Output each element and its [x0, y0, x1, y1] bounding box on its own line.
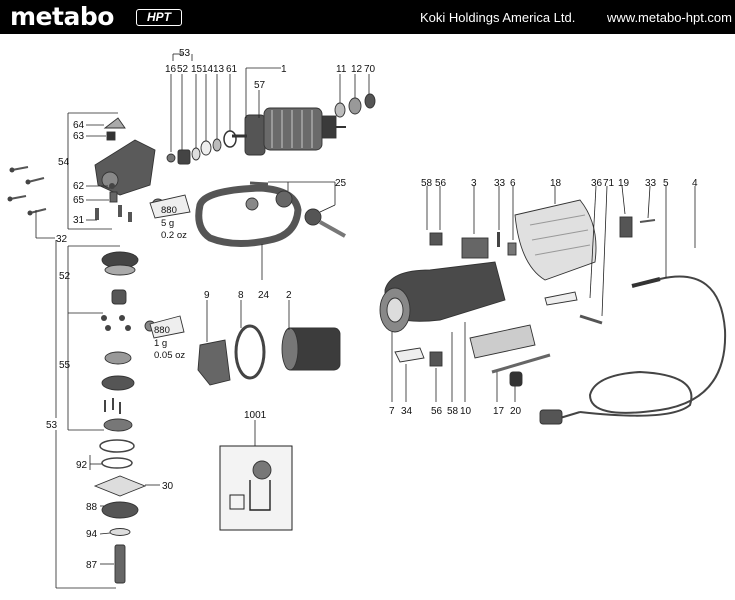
part-label-56-bottom: 56 [431, 406, 443, 417]
part-label-17: 17 [493, 406, 505, 417]
part-labels: 53 16 52 15 14 13 61 1 57 11 12 70 64 63… [46, 48, 698, 571]
grease-upper-code: 880 [161, 205, 177, 216]
part-label-55: 55 [59, 360, 71, 371]
part-label-2: 2 [286, 290, 292, 301]
part-label-92: 92 [76, 460, 88, 471]
part-label-52-left: 52 [59, 271, 71, 282]
part-label-64: 64 [73, 120, 85, 131]
part-label-20: 20 [510, 406, 522, 417]
part-label-25: 25 [335, 178, 347, 189]
part-label-4: 4 [692, 178, 698, 189]
switch-parts [394, 216, 656, 387]
power-cord [539, 275, 727, 425]
part-label-63: 63 [73, 131, 85, 142]
part-label-11: 11 [336, 64, 347, 75]
part-label-14: 14 [202, 64, 214, 75]
part-label-16: 16 [165, 64, 177, 75]
part-label-15: 15 [191, 64, 203, 75]
housing-screws [7, 166, 47, 216]
part-label-53-left: 53 [46, 420, 58, 431]
part-label-56-top: 56 [435, 178, 447, 189]
grease-tubes [149, 194, 191, 339]
part-label-88: 88 [86, 502, 98, 513]
brand-badge: HPT [136, 9, 182, 26]
part-label-1: 1 [281, 64, 287, 75]
inset-1001 [219, 445, 293, 531]
part-drawings [7, 93, 727, 584]
part-label-62: 62 [73, 181, 85, 192]
part-label-24: 24 [258, 290, 270, 301]
website-link[interactable]: www.metabo-hpt.com [607, 10, 732, 25]
grease-upper-weight: 5 g [161, 218, 174, 229]
part-label-9: 9 [204, 290, 210, 301]
company-name: Koki Holdings America Ltd. [420, 10, 576, 25]
part-label-13: 13 [213, 64, 225, 75]
field-and-frames [197, 324, 341, 386]
leader-lines [35, 53, 696, 589]
part-label-6: 6 [510, 178, 516, 189]
part-label-58-bottom: 58 [447, 406, 459, 417]
part-label-54: 54 [58, 157, 70, 168]
grease-lower-weight: 1 g [154, 338, 167, 349]
part-label-5: 5 [663, 178, 669, 189]
spindle-gear-stack [93, 251, 156, 584]
grease-lower-code: 880 [154, 325, 170, 336]
part-label-71: 71 [603, 178, 615, 189]
part-label-36: 36 [591, 178, 603, 189]
grease-upper-weight-oz: 0.2 oz [161, 230, 187, 241]
grease-lower-weight-oz: 0.05 oz [154, 350, 185, 361]
part-label-87: 87 [86, 560, 98, 571]
part-label-8: 8 [238, 290, 244, 301]
part-label-33-right: 33 [645, 178, 657, 189]
part-label-53-top: 53 [179, 48, 191, 59]
part-label-32: 32 [56, 234, 68, 245]
washer-stack [166, 130, 237, 165]
part-label-18: 18 [550, 178, 562, 189]
part-label-58-top: 58 [421, 178, 433, 189]
part-label-52-top: 52 [177, 64, 189, 75]
part-label-3: 3 [471, 178, 477, 189]
part-label-33-mid: 33 [494, 178, 506, 189]
part-label-7: 7 [389, 406, 395, 417]
brand-logo: metabo [10, 2, 114, 31]
part-label-57: 57 [254, 80, 266, 91]
armature-part [232, 107, 346, 156]
header-bar: metabo HPT Koki Holdings America Ltd. ww… [0, 0, 735, 34]
motor-housing [379, 199, 597, 333]
part-label-19: 19 [618, 178, 630, 189]
part-label-61: 61 [226, 64, 238, 75]
part-label-94: 94 [86, 529, 98, 540]
side-handle [195, 181, 346, 247]
exploded-parts-diagram: 880 5 g 0.2 oz 880 1 g 0.05 oz 53 16 52 … [7, 48, 727, 589]
part-label-34: 34 [401, 406, 413, 417]
part-label-1001: 1001 [244, 410, 267, 421]
part-label-31: 31 [73, 215, 85, 226]
part-label-70: 70 [364, 64, 376, 75]
part-label-10: 10 [460, 406, 472, 417]
part-label-65: 65 [73, 195, 85, 206]
part-label-12: 12 [351, 64, 363, 75]
part-label-30: 30 [162, 481, 174, 492]
